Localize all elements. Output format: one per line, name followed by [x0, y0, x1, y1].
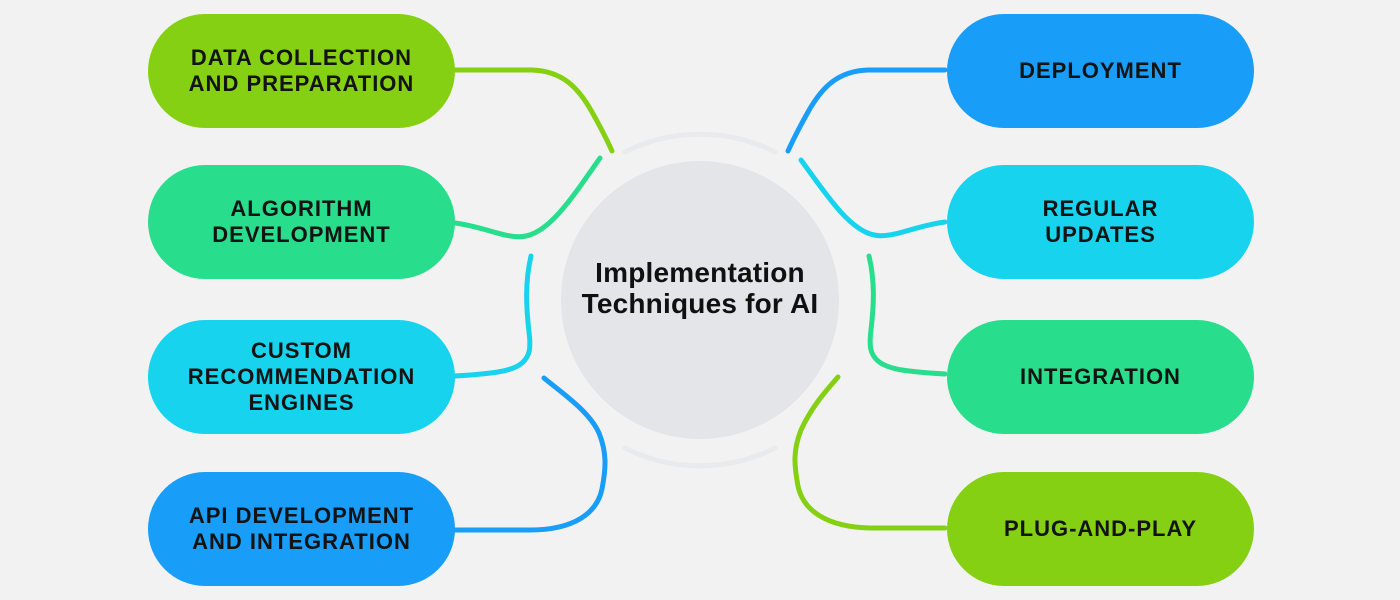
ring-arc-top — [622, 131, 778, 155]
connector-plug-and-play — [792, 374, 948, 531]
connector-regular-updates — [798, 157, 948, 239]
node-label: REGULAR UPDATES — [1042, 196, 1159, 247]
ring-arc-bottom — [622, 445, 778, 469]
connector-integration — [866, 253, 948, 377]
node-custom-recommendation-engines: CUSTOM RECOMMENDATION ENGINES — [148, 320, 455, 434]
node-label: API DEVELOPMENT AND INTEGRATION — [188, 503, 415, 554]
node-label: DEPLOYMENT — [1019, 58, 1182, 83]
node-api-development-and-integration: API DEVELOPMENT AND INTEGRATION — [148, 472, 455, 586]
connector-deployment — [785, 67, 948, 154]
connector-api-development — [452, 375, 608, 533]
node-regular-updates: REGULAR UPDATES — [947, 165, 1254, 279]
center-title: Implementation Techniques for AI — [581, 257, 819, 319]
center-circle — [561, 161, 839, 439]
connector-data-collection — [452, 67, 615, 154]
node-label: CUSTOM RECOMMENDATION ENGINES — [187, 338, 416, 415]
node-label: INTEGRATION — [1020, 364, 1181, 389]
node-label: DATA COLLECTION AND PREPARATION — [188, 45, 415, 96]
node-label: PLUG-AND-PLAY — [1003, 516, 1198, 541]
node-label: ALGORITHM DEVELOPMENT — [212, 196, 391, 247]
connector-algorithm-development — [452, 155, 603, 240]
node-algorithm-development: ALGORITHM DEVELOPMENT — [148, 165, 455, 279]
node-deployment: DEPLOYMENT — [947, 14, 1254, 128]
node-integration: INTEGRATION — [947, 320, 1254, 434]
connector-custom-recommendation — [452, 253, 534, 379]
node-plug-and-play: PLUG-AND-PLAY — [947, 472, 1254, 586]
node-data-collection-and-preparation: DATA COLLECTION AND PREPARATION — [148, 14, 455, 128]
